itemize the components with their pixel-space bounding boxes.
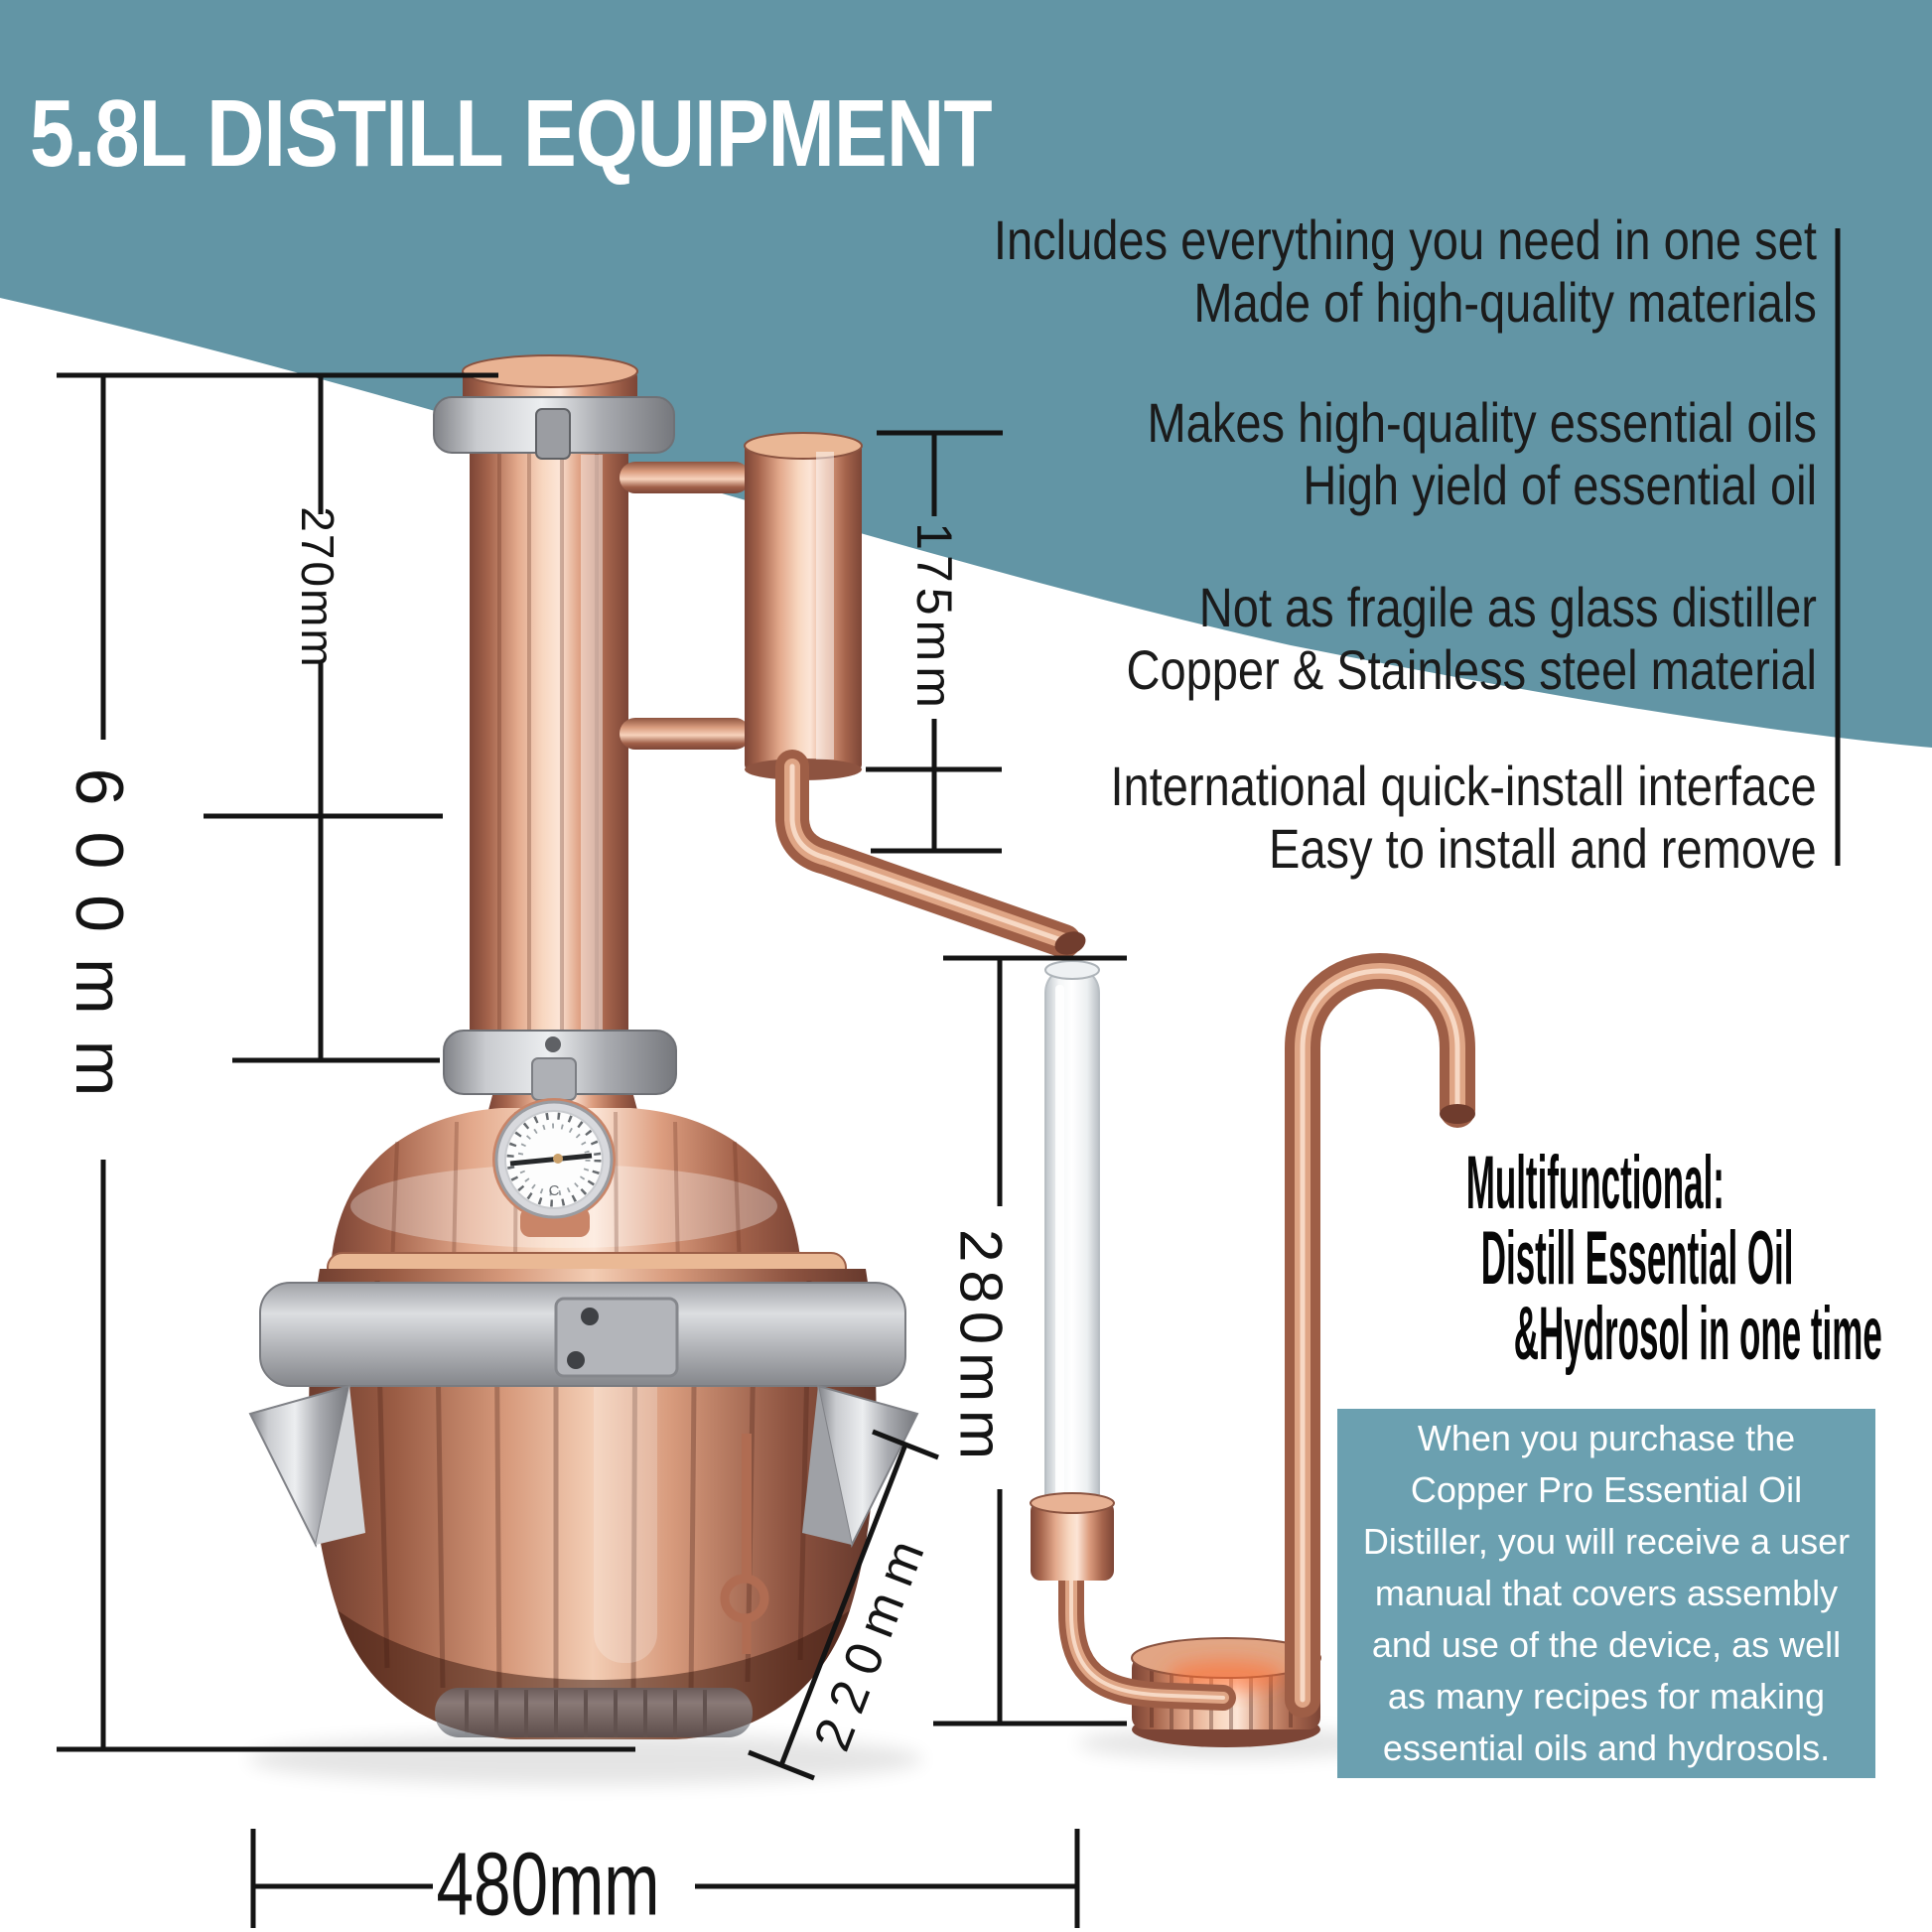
dim-line-220 [748,1429,939,1781]
dim-label-total-height: 600mm [62,767,137,1123]
glass-tube-rim [1044,960,1100,980]
lower-clamp-latch [531,1057,577,1101]
glass-tube [1044,966,1100,1524]
dim-line-280 [933,955,1127,1726]
feature-line: Made of high-quality materials [1193,271,1817,334]
feature-line: Copper & Stainless steel material [1126,638,1817,701]
multifunctional-heading: Multifunctional: [1465,1141,1725,1225]
feature-block-set: Includes everything you need in one set … [994,208,1817,334]
feature-line: Makes high-quality essential oils [1147,391,1817,454]
column-highlight [581,455,603,1035]
multifunctional-line: Distill Essential Oil [1480,1216,1794,1301]
feature-block-durability: Not as fragile as glass distiller Copper… [1127,576,1817,701]
feature-block-install: International quick-install interface Ea… [1111,755,1817,880]
pot-shadow [248,1733,923,1785]
condenser-top [744,432,863,460]
thermometer-hub [553,1154,563,1164]
dim-line-175 [866,430,1003,854]
dim-label-separator-height: 280mm [947,1228,1015,1468]
column-flutes [497,452,599,1037]
glass-highlight [1055,985,1064,1501]
feature-line: Not as fragile as glass distiller [1198,576,1817,638]
band-bolt-2 [567,1351,585,1369]
hook-pipe-end [1440,1104,1475,1124]
lower-cross-pipe [620,718,751,750]
lower-clamp-bolt [545,1036,561,1052]
condenser-outlet-pipe [775,750,1086,958]
left-handle-face [316,1386,365,1545]
feature-line: High yield of essential oil [1303,454,1817,516]
separator-group [1030,953,1475,1759]
multifunctional-block: Multifunctional: Distill Essential Oil &… [1298,1146,1893,1372]
page-title: 5.8L DISTILL EQUIPMENT [30,80,993,187]
feature-line: Includes everything you need in one set [994,208,1817,271]
distillation-column [470,447,628,1042]
multifunctional-line: &Hydrosol in one time [1513,1292,1882,1376]
thermometer-needle [509,1153,593,1167]
right-handle-face [802,1386,852,1545]
tube-collar-top [1030,1492,1115,1514]
feature-line: International quick-install interface [1110,755,1817,817]
pot-bottom-shadow [338,1610,850,1739]
dim-label-base-width: 480mm [436,1835,660,1932]
thermometer-ticks-outer [506,1112,602,1207]
thermometer-unit-label: C [549,1182,560,1199]
u-tube [1058,1561,1236,1711]
top-clamp-bolt [535,408,571,460]
tube-collar [1031,1501,1114,1581]
dim-line-480 [250,1829,1080,1928]
drain-tube [720,1434,769,1654]
dim-label-condenser-height: 175mm [906,522,962,713]
thermometer-ticks-inner [517,1123,591,1196]
dim-label-column-height: 270mm [292,506,344,669]
still-group: C [248,354,1086,1785]
condenser-highlight [816,452,834,759]
band-bolt-1 [581,1308,599,1325]
condenser [745,443,862,770]
upper-cross-pipe [620,462,751,493]
thermometer: C [492,1098,616,1237]
feature-block-quality: Makes high-quality essential oils High y… [1147,391,1817,516]
dimension-lines [57,228,1841,1928]
info-box-text: When you purchase the Copper Pro Essenti… [1362,1418,1851,1768]
info-box: When you purchase the Copper Pro Essenti… [1337,1409,1875,1778]
column-cap-top [462,354,638,388]
teal-wave-background [0,0,1932,748]
feature-line: Easy to install and remove [1269,817,1817,880]
hook-pipe [1285,953,1475,1718]
